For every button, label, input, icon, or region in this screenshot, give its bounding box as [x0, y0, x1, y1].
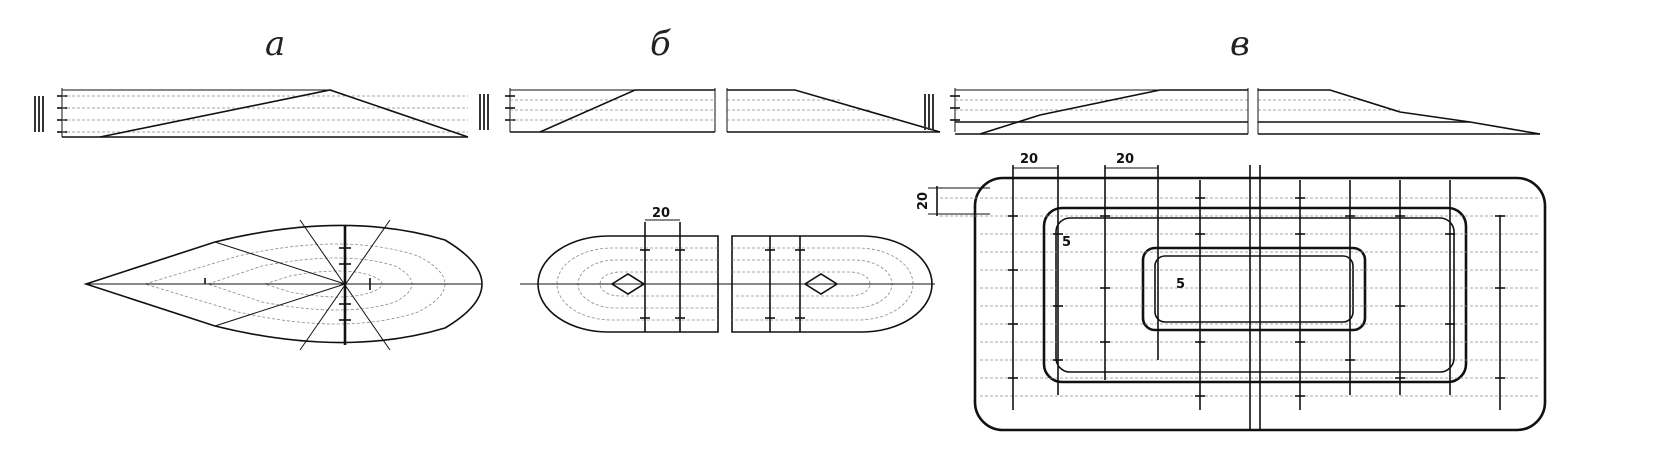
dimension-label: 5 — [1062, 235, 1071, 250]
panel-label-a: а — [265, 24, 285, 64]
panel-label-b: б — [650, 24, 671, 64]
profile-v — [924, 88, 1541, 135]
dimension-label: 20 — [916, 192, 931, 210]
plan-v: 20 20 20 5 5 — [916, 152, 1547, 432]
dimension-label: 5 — [1176, 277, 1185, 292]
panel-a: а — [34, 24, 483, 351]
panel-b: б — [479, 24, 941, 333]
dimension-label: 20 — [1020, 152, 1038, 167]
panel-label-v: в — [1230, 24, 1250, 64]
dimension-label: 20 — [652, 206, 670, 221]
plan-a — [83, 219, 483, 351]
profile-b — [479, 88, 941, 133]
profile-a — [34, 88, 469, 138]
plan-b: 20 — [520, 206, 935, 333]
dimension-label: 20 — [1116, 152, 1134, 167]
panel-v: в — [916, 24, 1547, 432]
